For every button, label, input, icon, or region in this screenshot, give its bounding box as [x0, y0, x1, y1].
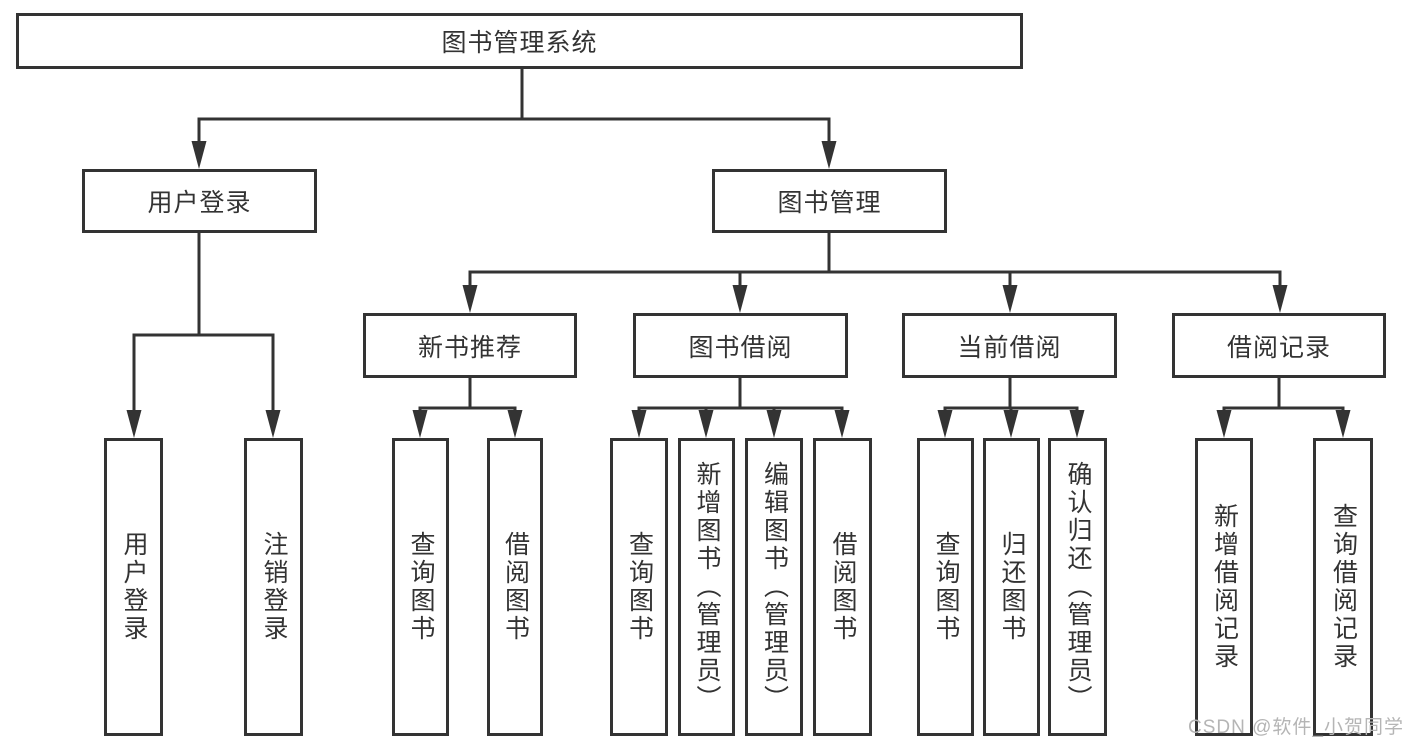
node-label: 查询图书: [932, 531, 960, 643]
node-label: 借阅图书: [829, 531, 857, 643]
leaf-confirm-return-admin: 确认归还（管理员）: [1048, 438, 1107, 736]
node-label: 新增借阅记录: [1210, 503, 1239, 671]
leaf-borrow-books: 借阅图书: [813, 438, 872, 736]
node-current-borrow: 当前借阅: [902, 313, 1117, 378]
node-borrow-records: 借阅记录: [1172, 313, 1386, 378]
node-label: 用户登录: [147, 189, 252, 217]
node-label: 当前借阅: [957, 333, 1062, 362]
node-label: 查询图书: [407, 531, 435, 643]
node-label: 查询图书: [625, 531, 654, 643]
node-label: 借阅记录: [1226, 333, 1331, 362]
node-label: 图书借阅: [688, 333, 793, 362]
node-label: 确认归还（管理员）: [1064, 461, 1092, 713]
leaf-query-books-recommend: 查询图书: [392, 438, 449, 736]
node-label: 新增图书（管理员）: [693, 461, 721, 713]
leaf-query-borrow-record: 查询借阅记录: [1313, 438, 1373, 736]
node-label: 图书管理系统: [441, 29, 598, 57]
node-label: 借阅图书: [501, 531, 530, 643]
node-label: 编辑图书（管理员）: [760, 461, 789, 713]
node-book-management: 图书管理: [712, 169, 947, 233]
connector-strokes: [132, 69, 1345, 413]
leaf-user-login: 用户登录: [104, 438, 163, 736]
leaf-return-books: 归还图书: [983, 438, 1040, 736]
node-label: 查询借阅记录: [1329, 503, 1358, 671]
leaf-edit-books-admin: 编辑图书（管理员）: [745, 438, 803, 736]
node-new-book-recommend: 新书推荐: [363, 313, 577, 378]
leaf-logout: 注销登录: [244, 438, 303, 736]
node-user-login: 用户登录: [82, 169, 317, 233]
node-label: 新书推荐: [417, 333, 522, 362]
node-label: 图书管理: [777, 189, 882, 217]
node-label: 归还图书: [998, 531, 1026, 643]
arrowheads: [126, 141, 1351, 438]
node-book-borrow: 图书借阅: [633, 313, 848, 378]
leaf-borrow-books-recommend: 借阅图书: [487, 438, 543, 736]
leaf-query-books-current: 查询图书: [917, 438, 974, 736]
node-root-library-system: 图书管理系统: [16, 13, 1023, 69]
node-label: 用户登录: [120, 531, 148, 643]
leaf-add-books-admin: 新增图书（管理员）: [678, 438, 735, 736]
leaf-add-borrow-record: 新增借阅记录: [1195, 438, 1253, 736]
csdn-watermark: CSDN @软件_小贺同学: [1188, 717, 1404, 738]
node-label: 注销登录: [260, 531, 288, 643]
leaf-query-books-borrow: 查询图书: [610, 438, 668, 736]
